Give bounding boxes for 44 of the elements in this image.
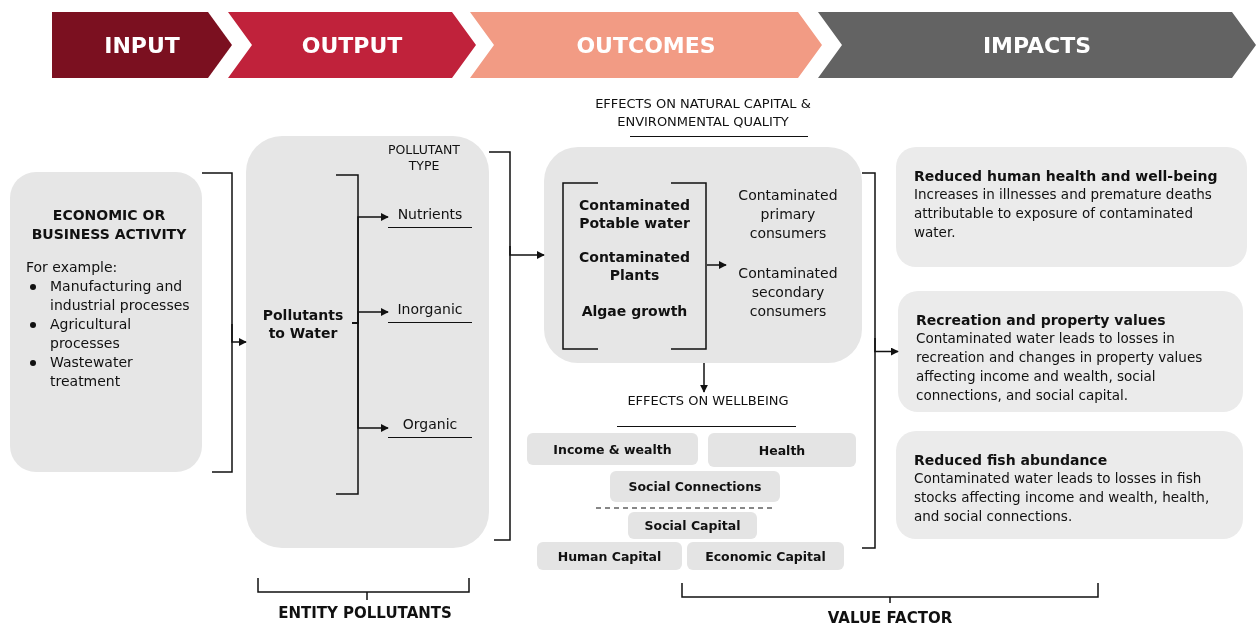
card-heading: Recreation and property values <box>916 311 1167 329</box>
effect-label: Contaminated Potable water <box>578 196 691 232</box>
list-item: Agricultural processes <box>50 315 133 353</box>
column-heading: POLLUTANT TYPE <box>386 142 461 174</box>
card-heading: Reduced fish abundance <box>914 451 1109 469</box>
pollutant-label: Inorganic <box>388 299 472 323</box>
arrow <box>488 151 545 259</box>
wellbeing-tag: Social Connections <box>610 471 780 502</box>
card-body: Contaminated water leads to losses in fish stocks affecting income and wealth, health, and social connections. <box>914 469 1211 526</box>
wellbeing-tag: Income & wealth <box>527 433 698 465</box>
wellbeing-tag: Economic Capital <box>687 542 844 570</box>
pollutant-label: Organic <box>388 414 472 438</box>
example-intro: For example: <box>26 258 119 277</box>
activity-card <box>10 172 202 472</box>
pollutant-label: Nutrients <box>388 204 472 228</box>
arrow <box>706 261 727 269</box>
section-heading: EFFECTS ON WELLBEING <box>626 392 790 410</box>
consumer-label: Contaminated secondary consumers <box>737 264 839 321</box>
stage-label: IMPACTS <box>982 32 1092 58</box>
arrow <box>700 362 708 393</box>
arrow <box>351 322 389 432</box>
list-item: Manufacturing and industrial processes <box>50 277 191 315</box>
arrow <box>201 172 247 346</box>
section-label: ENTITY POLLUTANTS <box>277 604 453 622</box>
card-heading: Reduced human health and well-being <box>914 167 1219 185</box>
stage-label: INPUT <box>104 32 180 58</box>
effect-label: Algae growth <box>580 302 689 320</box>
arrow <box>861 172 899 356</box>
consumer-label: Contaminated primary consumers <box>737 186 839 243</box>
wellbeing-tag: Health <box>708 433 856 467</box>
stage-label: OUTCOMES <box>576 32 716 58</box>
wellbeing-tag: Human Capital <box>537 542 682 570</box>
output-panel <box>246 136 489 548</box>
wellbeing-tag: Social Capital <box>628 512 757 539</box>
card-body: Contaminated water leads to losses in recreation and changes in property values affecting income and wealth, social connections, and social capital. <box>916 329 1204 405</box>
effect-label: Contaminated Plants <box>578 248 691 284</box>
section-heading: EFFECTS ON NATURAL CAPITAL & ENVIRONMENTAL QUALITY <box>594 95 812 131</box>
list-item: Wastewater treatment <box>50 353 134 391</box>
card-heading: ECONOMIC OR BUSINESS ACTIVITY <box>30 206 188 244</box>
stage-label: OUTPUT <box>301 32 403 58</box>
impact-card <box>898 291 1243 412</box>
card-body: Increases in illnesses and premature deaths attributable to exposure of contaminated water. <box>914 185 1213 242</box>
node-label: Pollutants to Water <box>261 306 345 342</box>
section-label: VALUE FACTOR <box>826 609 954 627</box>
